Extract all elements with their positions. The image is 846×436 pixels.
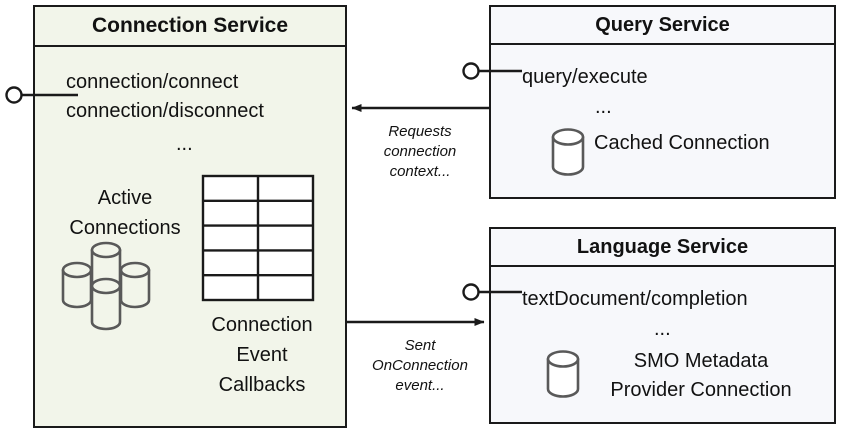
language-service-component[interactable]: Language Service textDocument/completion… bbox=[489, 227, 836, 424]
active-connections-label-line2: Connections bbox=[69, 217, 181, 239]
connection-service-title: Connection Service bbox=[35, 7, 345, 47]
query-service-ellipsis: ... bbox=[595, 96, 612, 118]
operation-query-execute[interactable]: query/execute bbox=[522, 66, 648, 88]
operation-textdocument-completion[interactable]: textDocument/completion bbox=[522, 288, 748, 310]
connection-service-body: connection/connect connection/disconnect… bbox=[35, 47, 345, 426]
connection-event-callbacks-line3: Callbacks bbox=[218, 374, 306, 396]
operation-connection-connect[interactable]: connection/connect bbox=[66, 71, 239, 93]
smo-metadata-label-line1: SMO Metadata bbox=[633, 350, 769, 372]
query-service-title: Query Service bbox=[491, 7, 834, 45]
connection-service-ellipsis: ... bbox=[176, 133, 193, 155]
database-cylinder-icon bbox=[551, 128, 585, 176]
connection-event-callbacks-line2: Event bbox=[236, 344, 288, 366]
connector-label-sent-onconnection-event: Sent OnConnection event... bbox=[372, 337, 468, 394]
database-cylinder-icon bbox=[546, 350, 580, 398]
smo-metadata-label-line2: Provider Connection bbox=[610, 379, 792, 401]
operation-connection-disconnect[interactable]: connection/disconnect bbox=[66, 100, 264, 122]
cached-connection-label: Cached Connection bbox=[594, 132, 770, 154]
database-cluster-icon bbox=[61, 241, 151, 331]
query-service-body: query/execute ... Cached Connection bbox=[491, 45, 834, 197]
language-service-body: textDocument/completion ... SMO Metadata… bbox=[491, 267, 834, 422]
connector-label-requests-connection-context: Requests connection context... bbox=[383, 123, 457, 180]
language-service-title: Language Service bbox=[491, 229, 834, 267]
active-connections-label-line1: Active bbox=[97, 187, 153, 209]
table-grid-icon bbox=[201, 174, 315, 302]
connection-event-callbacks-line1: Connection bbox=[211, 314, 313, 336]
language-service-ellipsis: ... bbox=[654, 318, 671, 340]
query-service-component[interactable]: Query Service query/execute ... Cached C… bbox=[489, 5, 836, 199]
